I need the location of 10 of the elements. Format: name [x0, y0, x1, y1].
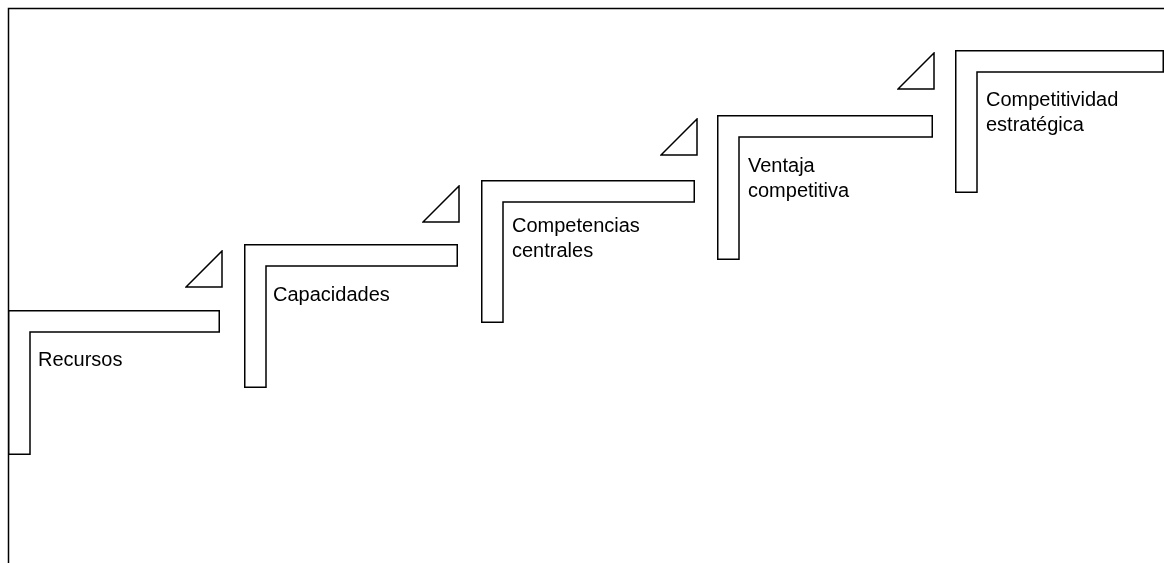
step-label: Competitividad estratégica [986, 87, 1120, 137]
step-label: Recursos [38, 347, 124, 372]
step-label: Ventaja competitiva [748, 153, 851, 203]
step-label: Competencias centrales [512, 213, 641, 263]
step-shape [717, 115, 933, 260]
step-label: Capacidades [273, 282, 391, 307]
step-shape [481, 180, 695, 323]
step-shape [955, 50, 1164, 193]
step-shape [8, 310, 220, 455]
step-shape [244, 244, 458, 388]
